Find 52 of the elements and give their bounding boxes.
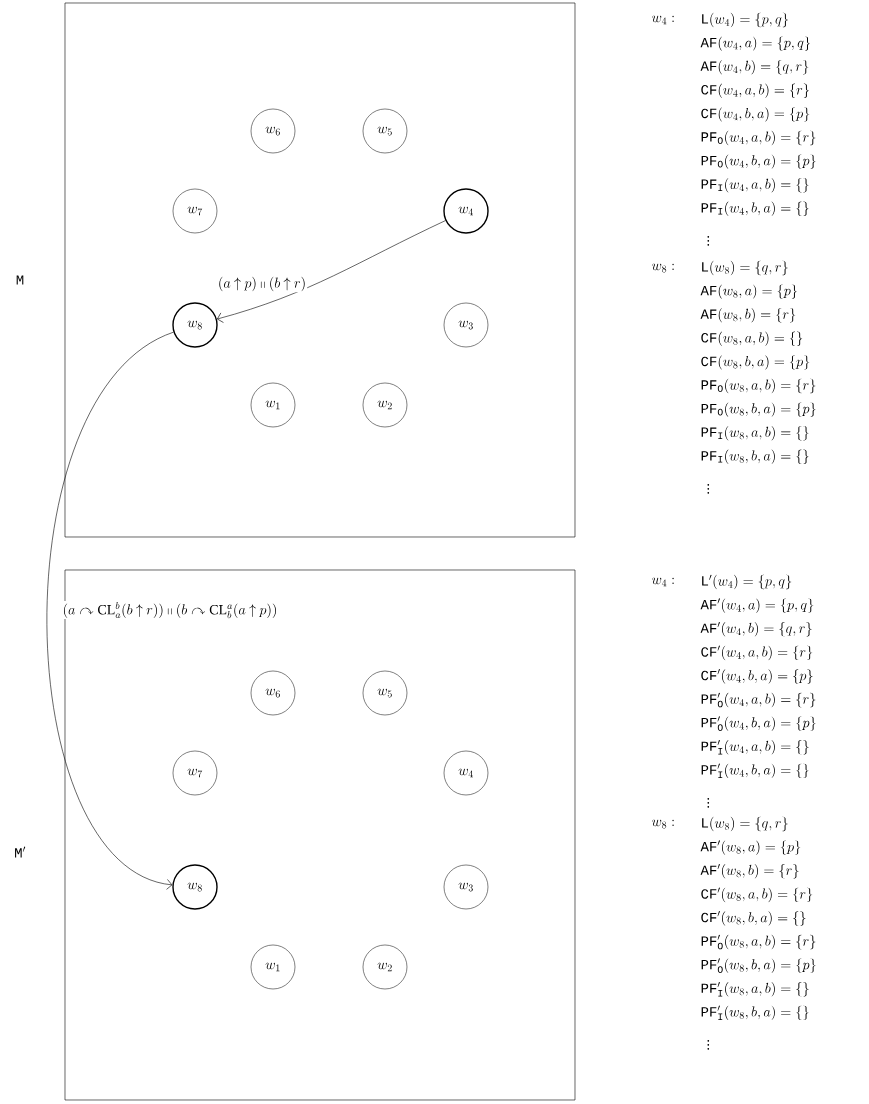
frame-box	[64, 2, 576, 538]
function-definition: $\mathtt{PF}_{\mathtt{O}}(w_4,b,a)=\{p\}$	[701, 154, 816, 169]
function-definition: $\mathtt{AF}'(w_8,a)=\{p\}$	[700, 840, 801, 855]
function-definition: $\mathtt{PF}_{\mathtt{I}}(w_4,b,a)=\{\}$	[701, 201, 809, 216]
frame-label: $\mathtt{M}'$	[15, 846, 26, 858]
function-definition: $\mathtt{PF}_{\mathtt{O}}(w_8,b,a)=\{p\}$	[701, 402, 816, 417]
world-heading: $w_4 :$	[651, 15, 674, 25]
function-definition: $\mathtt{AF}(w_8,b)=\{r\}$	[700, 308, 796, 323]
function-definition: $\mathtt{PF}'_{\mathtt{I}}(w_8,a,b)=\{\}$	[701, 981, 809, 997]
function-definition: $\mathtt{CF}(w_8,b,a)=\{p\}$	[701, 355, 810, 370]
function-definition: $\mathtt{PF}_{\mathtt{I}}(w_8,b,a)=\{\}$	[701, 449, 809, 464]
function-definition: $\mathtt{PF}'_{\mathtt{O}}(w_8,b,a)=\{p\}$	[701, 958, 816, 973]
function-definition: $\mathtt{PF}_{\mathtt{O}}(w_4,a,b)=\{r\}$	[701, 130, 816, 146]
function-definition: $\mathtt{AF}(w_8,a)=\{p\}$	[700, 284, 797, 299]
function-definition: $\mathtt{AF}(w_4,b)=\{q,r\}$	[700, 60, 809, 75]
function-definition: $\mathtt{CF}'(w_4,a,b)=\{r\}$	[701, 645, 813, 661]
world-heading: $w_8 :$	[651, 819, 674, 829]
world-heading: $w_4 :$	[651, 577, 674, 587]
function-definition: $\mathtt{PF}_{\mathtt{O}}(w_8,a,b)=\{r\}$	[701, 378, 816, 394]
arrow	[217, 220, 446, 323]
function-definition: $\mathtt{PF}_{\mathtt{I}}(w_4,a,b)=\{\}$	[701, 178, 809, 193]
function-definition: $\mathtt{PF}'_{\mathtt{O}}(w_8,a,b)=\{r\}$	[701, 934, 816, 950]
frame-label: $\mathtt{M}$	[16, 275, 24, 285]
function-definition: $\mathtt{CF}'(w_8,b,a)=\{\}$	[701, 911, 806, 926]
function-definition: $\mathtt{PF}'_{\mathtt{I}}(w_8,b,a)=\{\}$	[701, 1005, 809, 1021]
function-definition: $\mathtt{PF}'_{\mathtt{O}}(w_4,b,a)=\{p\}$	[701, 716, 816, 731]
function-definition: $\mathtt{PF}'_{\mathtt{O}}(w_4,a,b)=\{r\}$	[701, 692, 816, 708]
frame-box	[64, 569, 576, 1101]
function-definition: $\mathtt{CF}(w_4,b,a)=\{p\}$	[701, 107, 810, 122]
function-definition: $\mathtt{AF}'(w_8,b)=\{r\}$	[700, 863, 799, 879]
function-definition: $\mathtt{L}(w_4)=\{p,q\}$	[702, 12, 788, 28]
function-definition: $\mathtt{CF}(w_4,a,b)=\{r\}$	[701, 83, 809, 98]
function-definition: $\mathtt{PF}'_{\mathtt{I}}(w_4,a,b)=\{\}$	[701, 739, 809, 755]
function-definition: $\mathtt{L}(w_8)=\{q,r\}$	[702, 816, 788, 832]
edge-label: $(a\mathbin{\uparrow} p)\mathbin{\shortparallel}(b\mathbin{\uparrow} r)$	[216, 275, 308, 293]
function-definition: $\mathtt{PF}_{\mathtt{I}}(w_8,a,b)=\{\}$	[701, 426, 809, 441]
ellipsis: $\vdots$	[707, 235, 710, 246]
ellipsis: $\vdots$	[707, 797, 710, 808]
function-definition: $\mathtt{L}'(w_4)=\{p,q\}$	[702, 574, 792, 590]
function-definition: $\mathtt{AF}'(w_4,b)=\{q,r\}$	[700, 621, 812, 637]
function-definition: $\mathtt{PF}'_{\mathtt{I}}(w_4,b,a)=\{\}$	[701, 763, 809, 779]
ellipsis: $\vdots$	[707, 1039, 710, 1050]
function-definition: $\mathtt{CF}'(w_4,b,a)=\{p\}$	[701, 669, 813, 684]
arrow	[46, 331, 174, 890]
function-definition: $\mathtt{CF}'(w_8,a,b)=\{r\}$	[701, 887, 813, 903]
function-definition: $\mathtt{CF}(w_8,a,b)=\{\}$	[701, 331, 803, 346]
function-definition: $\mathtt{L}(w_8)=\{q,r\}$	[702, 260, 788, 276]
edge-label: $(a\curvearrowright\mathrm{CL}^b_a(b\mathbin{\uparrow} r))\mathbin{\shortparallel}(b\curvearrowright\mathrm{CL}^a_b(a\mathbin{\uparrow} p))$	[61, 600, 279, 620]
world-heading: $w_8 :$	[651, 263, 674, 273]
ellipsis: $\vdots$	[707, 483, 710, 494]
function-definition: $\mathtt{AF}(w_4,a)=\{p,q\}$	[700, 36, 811, 51]
function-definition: $\mathtt{AF}'(w_4,a)=\{p,q\}$	[700, 598, 814, 613]
